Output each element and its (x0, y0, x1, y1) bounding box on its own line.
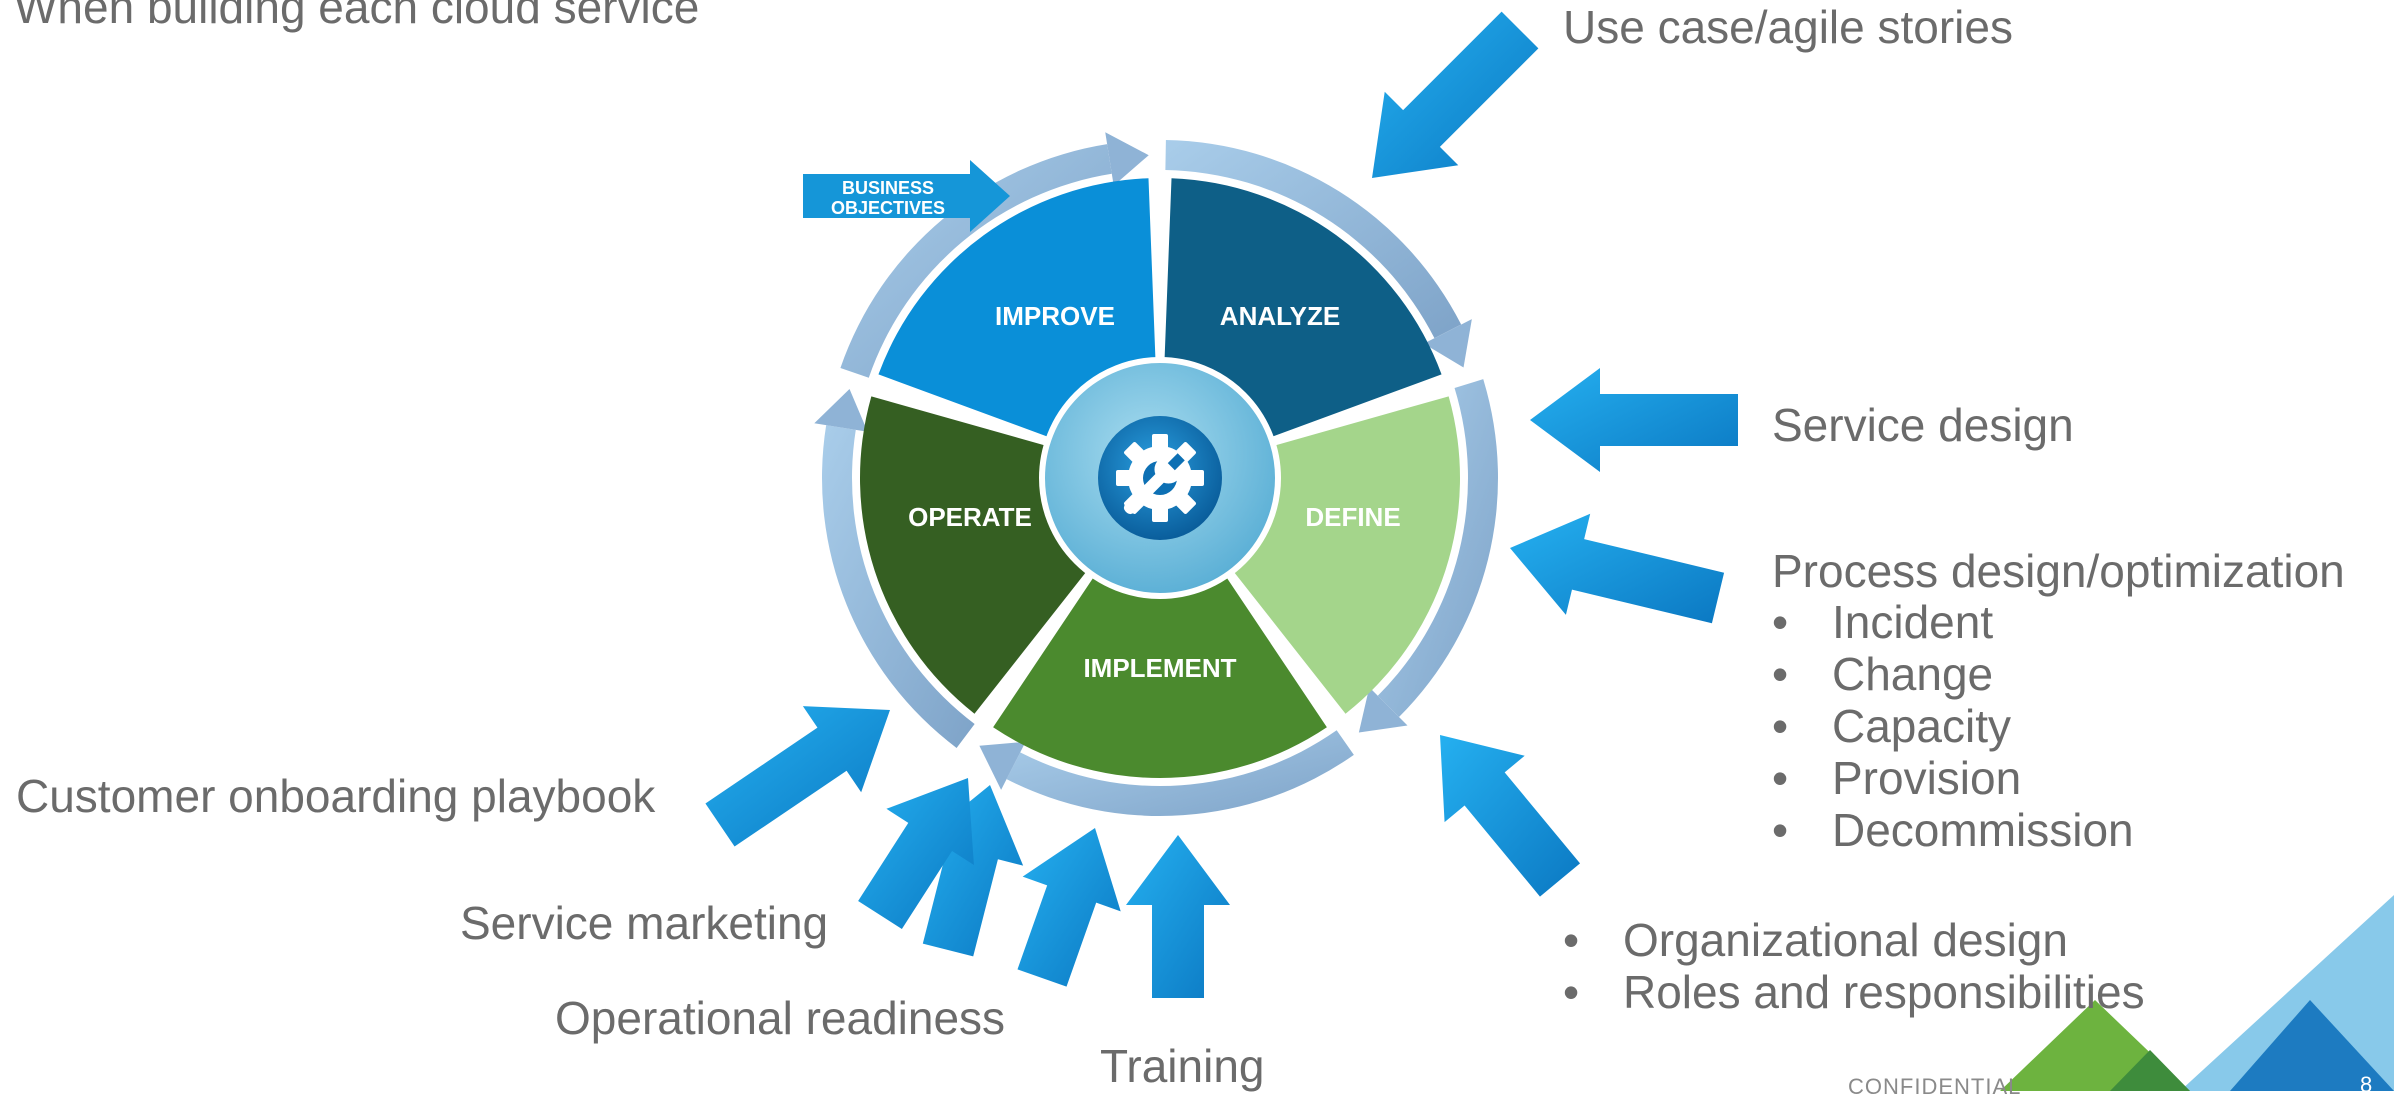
gear-wrench-icon (1116, 434, 1204, 522)
list-item: Decommission (1772, 804, 2134, 856)
blue-arrow (705, 706, 890, 847)
segment-analyze (1163, 178, 1442, 444)
segment-label-analyze: ANALYZE (1220, 301, 1340, 331)
ring-arc (840, 144, 1112, 378)
page-number: 8 (2360, 1072, 2373, 1097)
ring-arrowhead (814, 388, 868, 432)
ring-arrowhead (979, 741, 1026, 790)
label-training: Training (1100, 1040, 1265, 1092)
list-item: Organizational design (1563, 914, 2145, 966)
label-use-case: Use case/agile stories (1563, 1, 2013, 53)
ring-arrowhead (1423, 319, 1472, 368)
segment-operate (860, 396, 1099, 714)
cycle-ring (814, 132, 1498, 817)
ring-arc (1006, 730, 1354, 817)
list-item: Capacity (1772, 700, 2134, 752)
cycle-segments (860, 178, 1460, 778)
process-list: Incident Change Capacity Provision Decom… (1772, 596, 2134, 856)
list-item: Provision (1772, 752, 2134, 804)
label-service-marketing: Service marketing (460, 897, 829, 949)
blue-arrow (858, 778, 974, 930)
input-arrows (705, 11, 1738, 998)
list-item: Incident (1772, 596, 2134, 648)
label-service-design: Service design (1772, 399, 2074, 451)
slide-subtitle: When building each cloud service (14, 0, 700, 33)
label-operational-readiness: Operational readiness (555, 992, 1006, 1044)
label-process-design: Process design/optimization (1772, 545, 2345, 597)
segment-label-improve: IMPROVE (995, 301, 1115, 331)
segment-label-implement: IMPLEMENT (1083, 653, 1236, 683)
segment-define (1221, 396, 1460, 714)
segment-label-define: DEFINE (1305, 502, 1400, 532)
segment-improve (878, 178, 1157, 444)
badge-line-1: BUSINESS (842, 178, 934, 198)
org-list: Organizational design Roles and responsi… (1563, 914, 2145, 1018)
list-item: Change (1772, 648, 2134, 700)
blue-arrow (1440, 735, 1581, 897)
label-customer-onboarding: Customer onboarding playbook (16, 770, 656, 822)
ring-arc (1165, 140, 1462, 339)
blue-arrow (1017, 828, 1121, 987)
ring-arc (1377, 379, 1498, 718)
segment-label-operate: OPERATE (908, 502, 1032, 532)
corner-decoration (2000, 895, 2394, 1091)
confidential-label: CONFIDENTIAL (1848, 1074, 2022, 1099)
badge-line-2: OBJECTIVES (831, 198, 945, 218)
blue-arrow (1126, 835, 1230, 998)
segment-implement (993, 561, 1327, 778)
blue-arrow (1530, 368, 1738, 472)
blue-arrow (1372, 11, 1539, 179)
blue-arrow (1510, 513, 1725, 624)
ring-arc (821, 425, 975, 748)
ring-arrowhead (1105, 132, 1149, 186)
ring-arrowhead (1358, 687, 1408, 733)
list-item: Roles and responsibilities (1563, 966, 2145, 1018)
business-objectives-badge: BUSINESS OBJECTIVES (803, 160, 1010, 232)
